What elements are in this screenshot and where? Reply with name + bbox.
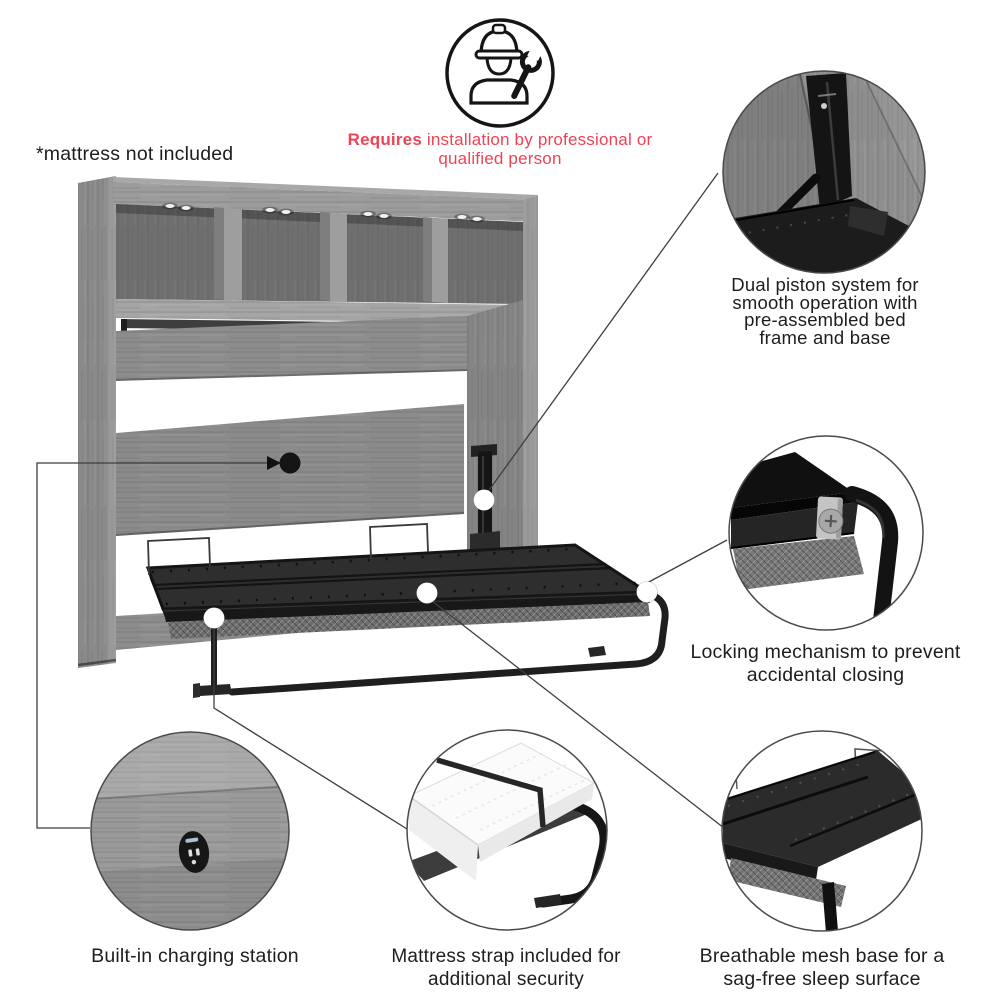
callout-locking-mechanism	[728, 435, 924, 631]
hutch-cubbies	[116, 202, 523, 304]
caption-line: Locking mechanism to prevent	[690, 641, 961, 663]
caption-mattress-strap: Mattress strap included for additional s…	[372, 945, 640, 991]
mattress	[408, 742, 596, 881]
caption-locking-mechanism: Locking mechanism to prevent accidental …	[663, 641, 988, 687]
installer-wrench-icon	[445, 18, 555, 128]
connector-locking	[646, 539, 728, 584]
caption-line: Mattress strap included for	[391, 946, 621, 967]
caption-line: Dual piston system for	[731, 274, 919, 295]
callout-mesh-base	[721, 730, 923, 932]
caption-line: smooth operation with	[732, 291, 918, 313]
arrow-icon	[267, 456, 281, 470]
caption-mesh-base: Breathable mesh base for a sag-free slee…	[657, 945, 987, 991]
installation-notice: Requires installation by professional or…	[340, 130, 660, 168]
bed-side-rail	[163, 592, 650, 639]
caption-line: frame and base	[759, 326, 891, 348]
callout-connector-lines	[36, 172, 728, 830]
upper-back-panel	[115, 316, 468, 381]
lock-block	[816, 496, 844, 540]
cubby-dividers	[214, 207, 448, 303]
caption-line: pre-assembled bed	[744, 309, 906, 331]
installation-notice-bold: Requires	[347, 130, 422, 149]
cabinet-left-panel	[77, 176, 117, 668]
headboard-panel	[115, 404, 465, 536]
installation-notice-line2: professional or qualified person	[438, 130, 653, 168]
charging-port-dot	[279, 452, 301, 474]
caption-line: Built-in charging station	[91, 945, 299, 967]
caption-line: sag-free sleep surface	[723, 968, 921, 990]
connector-charging	[36, 462, 268, 829]
charging-outlet	[178, 831, 210, 873]
caption-line: accidental closing	[746, 664, 905, 686]
caption-charging-station: Built-in charging station	[50, 945, 340, 968]
callout-charging-station	[90, 731, 290, 931]
callout-dual-piston	[722, 70, 926, 274]
cubby-lights	[162, 202, 485, 223]
mattress-note: *mattress not included	[36, 143, 234, 165]
bed-frame-illustration	[145, 444, 669, 698]
connector-strap	[213, 629, 408, 830]
caption-line: additional security	[428, 969, 584, 990]
strap-brackets	[147, 523, 429, 576]
feature-marker-dots	[203, 489, 658, 629]
caption-dual-piston: Dual piston system for smooth operation …	[705, 274, 945, 348]
connector-mesh	[431, 600, 725, 829]
installation-notice-line1: installation by	[421, 130, 533, 149]
callout-mattress-strap	[406, 729, 608, 931]
caption-line: Breathable mesh base for a	[699, 945, 945, 967]
connector-piston	[486, 172, 719, 494]
cabinet-top-board	[113, 177, 538, 222]
